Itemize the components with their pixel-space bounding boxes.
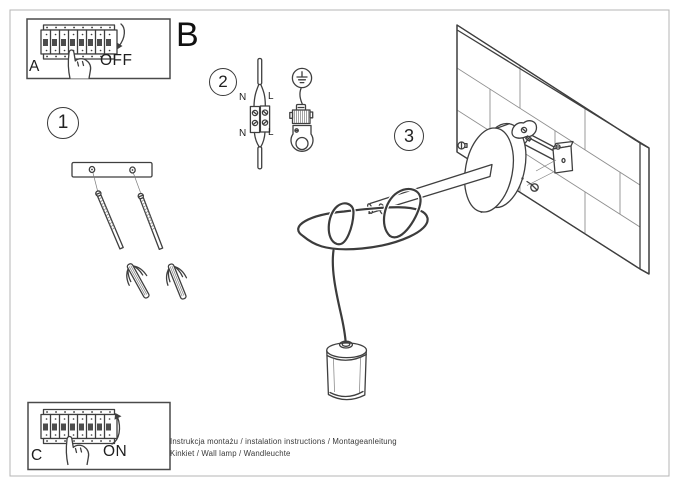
off-label: OFF xyxy=(100,52,133,69)
screw-icon xyxy=(95,190,124,250)
arrow-down-icon xyxy=(116,23,125,50)
step-1-badge: 1 xyxy=(47,107,79,139)
wall-plug-icon xyxy=(126,263,150,299)
wire-connection-art xyxy=(249,57,271,170)
wire-label-l-top: L xyxy=(268,91,274,102)
power-cable xyxy=(257,146,263,170)
box-c-art xyxy=(27,401,171,471)
canopy-screw-icon xyxy=(457,141,468,150)
wire-label-l-bottom: L xyxy=(268,127,274,138)
step-3-badge: 3 xyxy=(394,121,424,151)
screw-icon xyxy=(137,192,164,251)
box-a-art xyxy=(26,18,171,80)
footer-line-2: Kinkiet / Wall lamp / Wandleuchte xyxy=(170,449,291,458)
power-cable xyxy=(257,57,263,86)
box-a-label: A xyxy=(29,58,40,75)
canopy-screw-icon xyxy=(521,177,539,192)
wall-plug-icon xyxy=(165,263,188,300)
fuse-box-icon xyxy=(41,410,117,444)
ground-symbol-icon xyxy=(291,67,313,89)
arrow-up-icon xyxy=(111,413,122,445)
step-2-badge: 2 xyxy=(209,68,237,96)
lamp-cord xyxy=(295,186,430,346)
mounting-plate xyxy=(71,161,153,178)
cable-clamp-icon xyxy=(511,120,538,144)
step-3-number: 3 xyxy=(403,125,414,146)
footer-line-1: Instrukcja montażu / instalation instruc… xyxy=(170,437,397,446)
lamp-socket xyxy=(326,340,368,401)
step-1-number: 1 xyxy=(57,112,69,133)
print-frame xyxy=(9,9,670,477)
ground-terminal-icon xyxy=(289,87,314,125)
lamp-canopy xyxy=(463,122,527,213)
b-section-label: B xyxy=(176,16,199,54)
mounting-plate-art xyxy=(71,161,188,300)
on-label: ON xyxy=(103,443,128,460)
terminal-block-icon xyxy=(249,105,271,134)
wire-label-n-top: N xyxy=(239,92,247,103)
box-c-label: C xyxy=(31,447,43,464)
wire-label-n-bottom: N xyxy=(239,128,247,139)
ground-lug-icon xyxy=(290,124,314,152)
step-2-number: 2 xyxy=(218,72,228,91)
